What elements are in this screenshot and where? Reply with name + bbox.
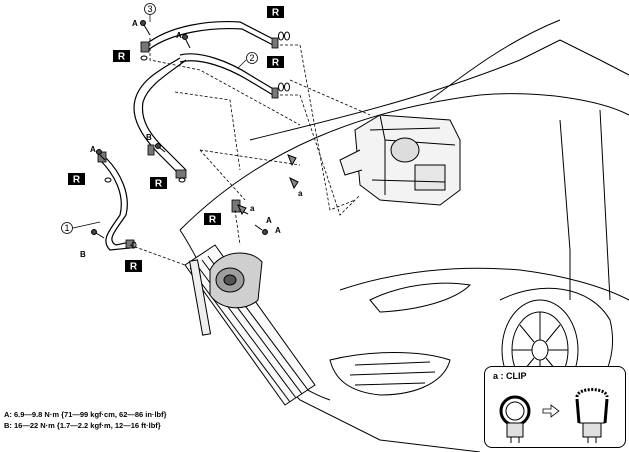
hvac-unit <box>339 114 461 206</box>
part-number-2: 2 <box>246 52 258 64</box>
svg-text:R: R <box>272 58 280 69</box>
svg-text:3: 3 <box>147 4 152 14</box>
torque-label-b: B <box>80 250 86 259</box>
clip-reference-a: a <box>298 189 303 198</box>
replace-callout: R <box>150 177 167 190</box>
svg-text:1: 1 <box>64 223 69 233</box>
torque-label-a: A <box>266 216 272 225</box>
clip-open-icon <box>575 388 609 443</box>
arrow-right-icon <box>542 404 560 418</box>
torque-spec-a: A: 6.9—9.8 N·m {71—99 kgf·cm, 62—86 in·l… <box>4 410 167 419</box>
svg-text:R: R <box>118 52 126 63</box>
hose-fittings <box>97 37 279 249</box>
replace-callout: R <box>267 56 284 69</box>
bolts <box>91 20 268 239</box>
svg-text:R: R <box>272 8 280 19</box>
o-rings <box>104 31 290 249</box>
clip-markers <box>237 154 299 216</box>
compressor <box>209 252 263 309</box>
replace-callout: R <box>125 260 142 273</box>
clip-reference-a: a <box>250 204 255 213</box>
svg-text:R: R <box>155 179 163 190</box>
clip-inset-title: a : CLIP <box>493 371 527 381</box>
svg-text:R: R <box>130 262 138 273</box>
torque-label-b: B <box>146 133 152 142</box>
svg-text:2: 2 <box>249 53 254 63</box>
svg-text:R: R <box>73 175 81 186</box>
torque-label-a: A <box>176 31 182 40</box>
replace-callout: R <box>204 213 221 226</box>
clip-closed-icon <box>499 395 531 443</box>
clip-illustration <box>499 388 609 443</box>
torque-label-a: A <box>90 145 96 154</box>
part-number-1: 1 <box>61 222 73 234</box>
torque-label-a: A <box>132 19 138 28</box>
replace-callout: R <box>68 173 85 186</box>
replace-callout: R <box>267 6 284 19</box>
replace-callout: R <box>113 50 130 63</box>
torque-label-a: A <box>275 226 281 235</box>
part-number-3: 3 <box>144 3 156 15</box>
leader-lines <box>129 38 371 266</box>
svg-text:R: R <box>209 215 217 226</box>
torque-spec-b: B: 16—22 N·m {1.7—2.2 kgf·m, 12—16 ft·lb… <box>4 421 161 430</box>
clip-detail-inset: a : CLIP <box>484 366 626 448</box>
